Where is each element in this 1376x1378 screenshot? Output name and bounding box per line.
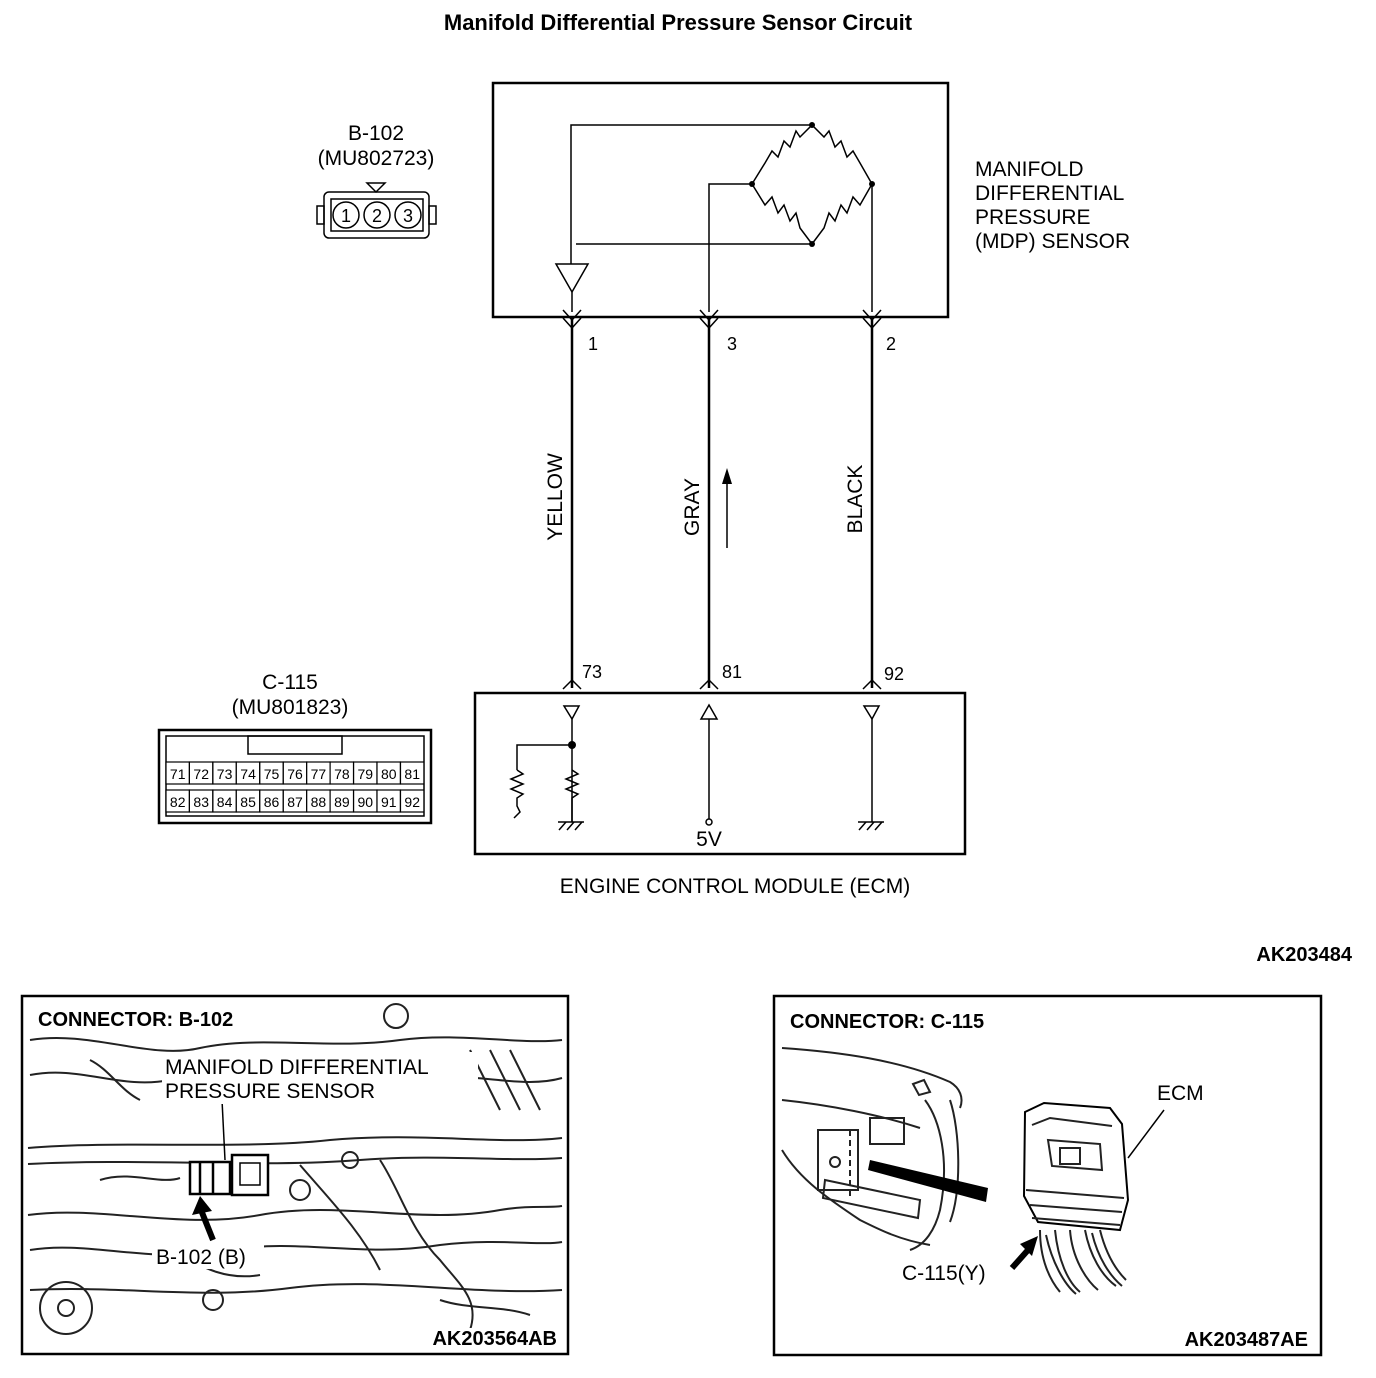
c115-pin-72: 72 <box>193 766 209 782</box>
photo-right-heading: CONNECTOR: C-115 <box>790 1011 984 1033</box>
c115-pin-91: 91 <box>381 794 397 810</box>
ecm-pin-92: 92 <box>884 664 904 684</box>
svg-text:(MDP) SENSOR: (MDP) SENSOR <box>975 230 1130 253</box>
figure-id: AK203484 <box>1256 944 1353 966</box>
ecm-label: ENGINE CONTROL MODULE (ECM) <box>560 875 910 898</box>
ecm-pin-81: 81 <box>722 662 742 682</box>
sensor-name-line-1: MANIFOLD <box>975 158 1084 181</box>
c115-pin-85: 85 <box>240 794 256 810</box>
c115-part-number: (MU801823) <box>232 696 349 719</box>
wire-color-black: BLACK <box>844 465 867 534</box>
b102-part-number: (MU802723) <box>318 147 435 170</box>
sensor-pin-3: 3 <box>727 334 737 354</box>
photo-right-figure-id: AK203487AE <box>1185 1329 1308 1351</box>
sensor-pin-2: 2 <box>886 334 896 354</box>
b102-pin-1: 1 <box>341 206 351 226</box>
svg-text:DIFFERENTIAL: DIFFERENTIAL <box>975 182 1124 205</box>
wire-color-yellow: YELLOW <box>544 453 567 541</box>
c115-pin-76: 76 <box>287 766 303 782</box>
photo-right-ecm-label: ECM <box>1157 1082 1204 1105</box>
c115-pin-90: 90 <box>358 794 374 810</box>
engine-bay-sketch <box>27 1003 563 1335</box>
ecm-supply-5v: 5V <box>696 828 722 851</box>
c115-pin-88: 88 <box>311 794 327 810</box>
c115-pin-73: 73 <box>217 766 233 782</box>
photo-left-caption-line-2: PRESSURE SENSOR <box>165 1080 375 1103</box>
c115-pin-83: 83 <box>193 794 209 810</box>
c115-pin-74: 74 <box>240 766 256 782</box>
c115-pin-86: 86 <box>264 794 280 810</box>
c115-pin-87: 87 <box>287 794 303 810</box>
svg-text:PRESSURE: PRESSURE <box>975 206 1091 229</box>
photo-left-caption-line-1: MANIFOLD DIFFERENTIAL <box>165 1056 429 1079</box>
b102-pin-2: 2 <box>372 206 382 226</box>
ecm-pin-73: 73 <box>582 662 602 682</box>
b102-id: B-102 <box>348 122 404 145</box>
harness-wires: 1 3 2 YELLOW GRAY BLACK 73 81 92 <box>544 309 904 690</box>
mdp-sensor: MANIFOLD DIFFERENTIAL PRESSURE (MDP) SEN… <box>491 81 1130 319</box>
c115-pin-77: 77 <box>311 766 327 782</box>
sensor-name-line-4: (MDP) SENSOR <box>975 230 1130 253</box>
c115-pin-84: 84 <box>217 794 233 810</box>
photo-left-heading: CONNECTOR: B-102 <box>38 1009 233 1031</box>
connector-b102: B-102 (MU802723) 1 2 3 <box>316 122 437 239</box>
c115-pin-75: 75 <box>264 766 280 782</box>
photo-left-figure-id: AK203564AB <box>432 1328 557 1350</box>
c115-pin-78: 78 <box>334 766 350 782</box>
photo-left-pointer-label: B-102 (B) <box>156 1246 246 1269</box>
photo-right-pointer-label: C-115(Y) <box>902 1262 986 1285</box>
c115-id: C-115 <box>262 671 318 694</box>
photo-connector-b102: CONNECTOR: B-102 MANIFOLD DIFFERENTIAL P… <box>20 994 570 1356</box>
sensor-name-line-3: PRESSURE <box>975 206 1091 229</box>
c115-pin-80: 80 <box>381 766 397 782</box>
c115-cavity <box>399 761 425 785</box>
photo-connector-c115: CONNECTOR: C-115 <box>772 994 1323 1357</box>
sensor-pin-1: 1 <box>588 334 598 354</box>
sensor-name-line-2: DIFFERENTIAL <box>975 182 1124 205</box>
c115-pin-82: 82 <box>170 794 186 810</box>
c115-pin-71: 71 <box>170 766 186 782</box>
ecm-unit-sketch <box>1022 1101 1130 1295</box>
wire-color-gray: GRAY <box>681 478 704 536</box>
b102-pin-3: 3 <box>403 206 413 226</box>
c115-pin-81: 81 <box>404 766 420 782</box>
c115-pin-79: 79 <box>358 766 374 782</box>
diagram-title: Manifold Differential Pressure Sensor Ci… <box>444 10 913 35</box>
c115-pin-89: 89 <box>334 794 350 810</box>
c115-pin-92: 92 <box>404 794 420 810</box>
dashboard-sketch <box>781 1047 963 1251</box>
c115-cavity <box>399 789 425 813</box>
connector-c115: C-115 (MU801823) 71 72 73 74 75 76 77 78 79 80 81 8… <box>157 671 433 825</box>
ecm-module: 5V ENGINE CONTROL MODULE (ECM) <box>473 691 967 898</box>
svg-text:MANIFOLD: MANIFOLD <box>975 158 1084 181</box>
